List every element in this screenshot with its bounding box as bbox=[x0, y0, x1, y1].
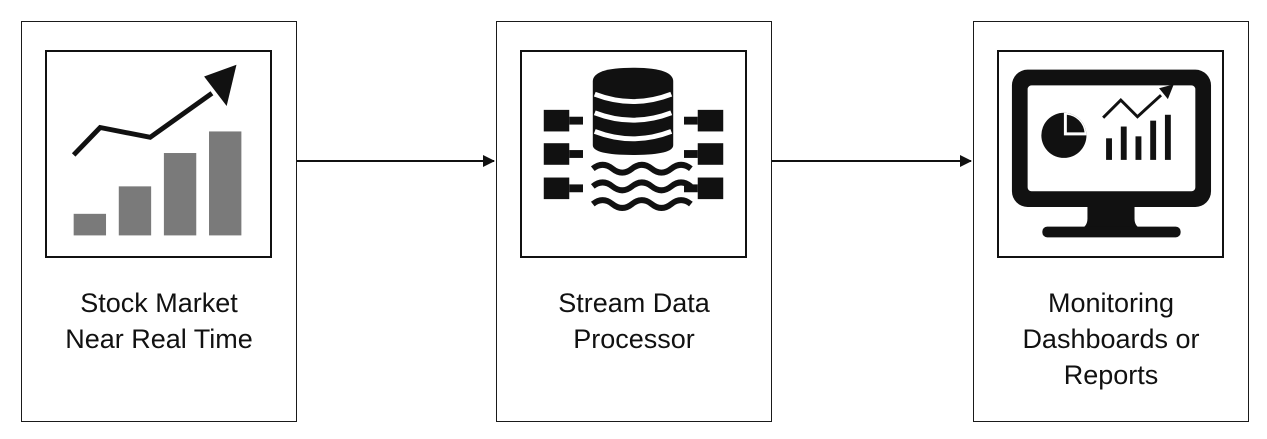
node-label-line: Dashboards or bbox=[1022, 324, 1200, 354]
node-label: Stock Market Near Real Time bbox=[22, 285, 296, 357]
node-label-line: Stream Data bbox=[558, 288, 710, 318]
node-label-line: Monitoring bbox=[1047, 288, 1175, 318]
icon-frame bbox=[997, 50, 1224, 258]
node-label-line: Stock Market bbox=[80, 288, 238, 318]
node-label: Stream Data Processor bbox=[497, 285, 771, 357]
node-stock-market: Stock Market Near Real Time bbox=[21, 21, 297, 422]
stream-database-icon bbox=[543, 67, 724, 211]
stock-chart-icon bbox=[71, 64, 242, 236]
icon-frame bbox=[520, 50, 747, 258]
icon-frame bbox=[45, 50, 272, 258]
node-label: Monitoring Dashboards or Reports bbox=[974, 285, 1248, 393]
node-label-line: Reports bbox=[1063, 360, 1159, 390]
node-stream-processor: Stream Data Processor bbox=[496, 21, 772, 422]
monitor-dashboard-icon bbox=[1011, 69, 1212, 238]
node-label-line: Processor bbox=[573, 324, 695, 354]
node-label-line: Near Real Time bbox=[65, 324, 253, 354]
node-monitoring-dashboards: Monitoring Dashboards or Reports bbox=[973, 21, 1249, 422]
